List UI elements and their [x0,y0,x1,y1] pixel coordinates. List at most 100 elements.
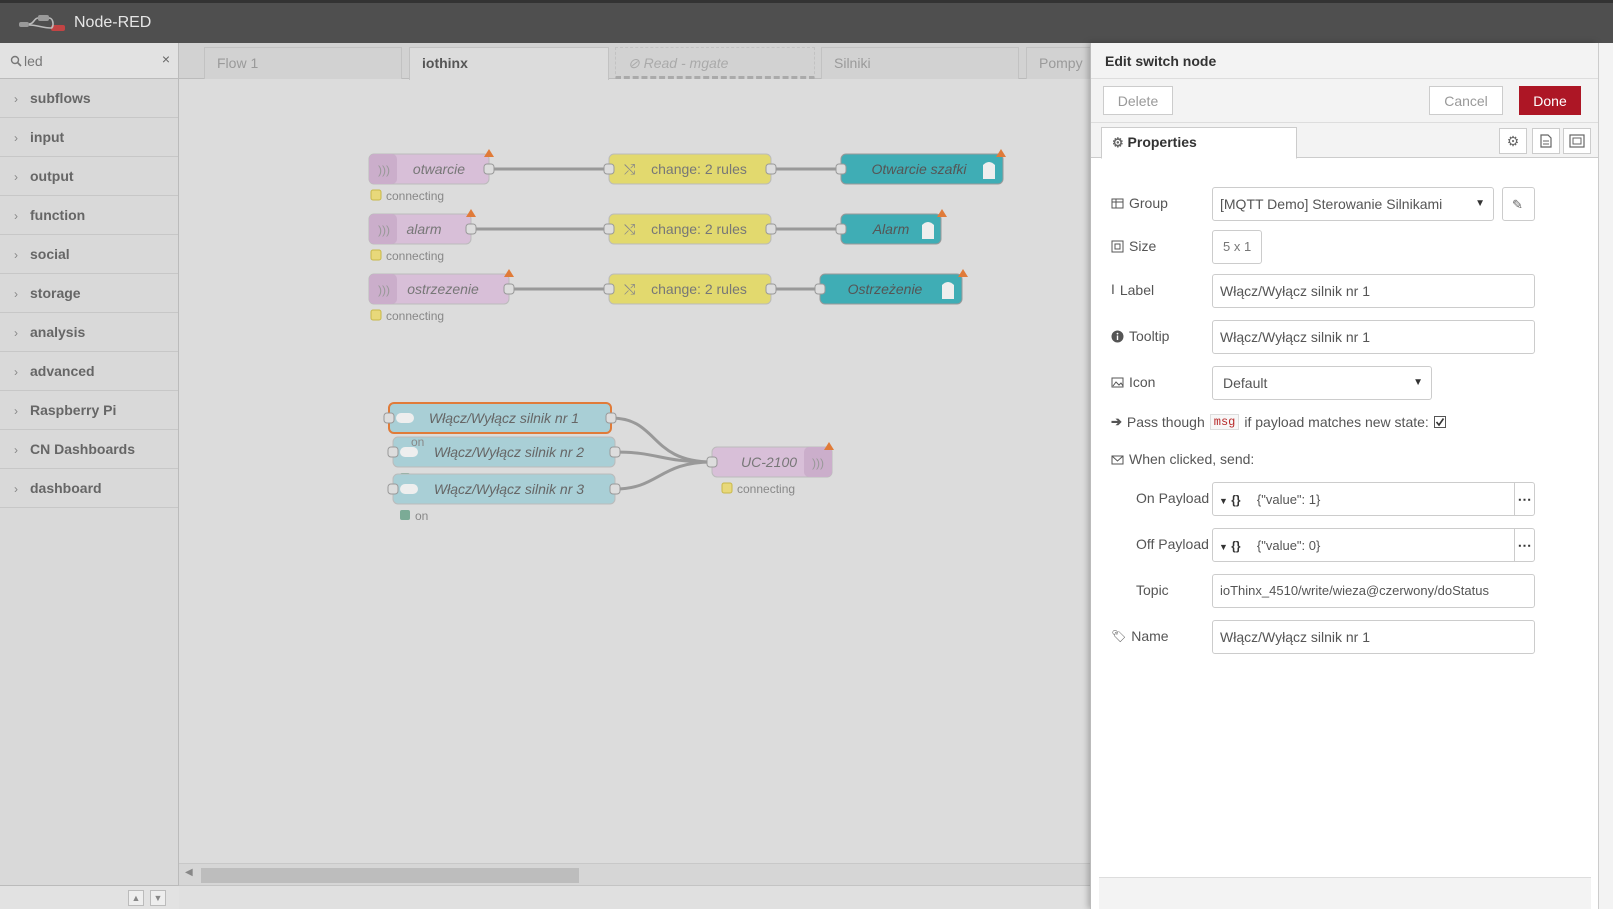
svg-text:))): ))) [378,163,390,177]
tab-read-mgate[interactable]: ⊘ Read - mgate [615,47,815,79]
palette-category-advanced[interactable]: ›advanced [0,352,178,391]
palette-category-subflows[interactable]: ›subflows [0,79,178,118]
palette-category-storage[interactable]: ›storage [0,274,178,313]
on-payload-input[interactable]: ▼ {} {"value": 1} ⋯ [1212,482,1535,516]
svg-text:))): ))) [812,456,824,470]
palette-footer: ▲ ▼ [0,885,179,909]
mqtt-out-node-uc-2100[interactable]: ))) UC-2100 connecting [711,442,834,496]
pass-through-label: ➔ Pass though msg if payload matches new… [1111,414,1446,430]
palette-category-social[interactable]: ›social [0,235,178,274]
palette-category-output[interactable]: ›output [0,157,178,196]
flow-canvas[interactable]: ))) otwarcie connecting ⤭ change: 2 rule… [179,79,1090,909]
edit-group-button[interactable]: ✎ [1502,187,1535,221]
caret-down-icon: ▼ [1219,496,1228,506]
svg-text:connecting: connecting [386,189,444,203]
document-icon [1540,134,1552,148]
type-select[interactable]: ▼ {} [1219,493,1241,507]
cancel-button[interactable]: Cancel [1429,86,1503,115]
topic-row: Topic ioThinx_4510/write/wieza@czerwony/… [1091,574,1591,608]
name-row: 🏷 Name Włącz/Wyłącz silnik nr 1 [1091,620,1591,654]
caret-down-icon: ▼ [1475,198,1485,209]
svg-text:connecting: connecting [737,482,795,496]
change-node-1[interactable]: ⤭ change: 2 rules [608,153,772,185]
palette-category-function[interactable]: ›function [0,196,178,235]
wires [471,167,841,491]
disabled-icon: ⊘ [628,55,644,71]
palette-category-analysis[interactable]: ›analysis [0,313,178,352]
node-description-button[interactable] [1532,128,1560,154]
workspace-footer [179,885,1090,909]
expand-editor-button[interactable]: ⋯ [1514,483,1534,515]
node-settings-button[interactable]: ⚙ [1499,128,1527,154]
done-button[interactable]: Done [1519,86,1581,115]
svg-text:⤭: ⤭ [624,221,635,237]
group-select[interactable]: [MQTT Demo] Sterowanie Silnikami ▼ [1212,187,1494,221]
change-node-2[interactable]: ⤭ change: 2 rules [608,213,772,245]
caret-down-icon: ▼ [1413,377,1423,388]
tab-silniki[interactable]: Silniki [821,47,1019,79]
label-label: Ⅰ Label [1111,282,1155,298]
expand-editor-button[interactable]: ⋯ [1514,529,1534,561]
palette-category-input[interactable]: ›input [0,118,178,157]
header-bar: Node-RED [0,0,1613,43]
when-clicked-row: When clicked, send: [1091,449,1591,471]
topic-label: Topic [1136,582,1169,598]
group-row: Group [MQTT Demo] Sterowanie Silnikami ▼… [1091,187,1591,221]
pass-through-row: ➔ Pass though msg if payload matches new… [1091,412,1591,434]
svg-text:Alarm: Alarm [872,221,910,237]
app-title: Node-RED [74,14,152,31]
svg-text:connecting: connecting [386,309,444,323]
expand-all-icon[interactable]: ▼ [150,890,166,906]
palette-category-dashboard[interactable]: ›dashboard [0,469,178,508]
tab-iothinx[interactable]: iothinx [409,47,609,80]
on-payload-row: On Payload ▼ {} {"value": 1} ⋯ [1091,482,1591,516]
mqtt-in-node-ostrzezenie[interactable]: ))) ostrzezenie connecting [368,269,514,323]
svg-text:on: on [415,509,428,523]
tab-properties[interactable]: ⚙ Properties [1101,127,1297,159]
chevron-right-icon: › [14,170,18,184]
svg-text:change: 2 rules: change: 2 rules [651,161,747,177]
palette-category-cn-dashboards[interactable]: ›CN Dashboards [0,430,178,469]
delete-button[interactable]: Delete [1103,86,1173,115]
size-button[interactable]: 5 x 1 [1212,230,1262,264]
icon-row: Icon Default ▼ [1091,366,1591,400]
palette-category-raspberry-pi[interactable]: ›Raspberry Pi [0,391,178,430]
collapse-all-icon[interactable]: ▲ [128,890,144,906]
palette-search-input[interactable] [22,50,152,72]
svg-text:ostrzezenie: ostrzezenie [407,281,479,297]
node-ports [383,163,847,495]
topic-input[interactable]: ioThinx_4510/write/wieza@czerwony/doStat… [1212,574,1535,608]
svg-text:Włącz/Wyłącz silnik nr 1: Włącz/Wyłącz silnik nr 1 [429,410,579,426]
tooltip-input[interactable]: Włącz/Wyłącz silnik nr 1 [1212,320,1535,354]
svg-text:otwarcie: otwarcie [413,161,465,177]
properties-form: Group [MQTT Demo] Sterowanie Silnikami ▼… [1091,158,1598,878]
icon-select[interactable]: Default ▼ [1212,366,1432,400]
clear-search-icon[interactable]: × [161,51,170,67]
chevron-right-icon: › [14,248,18,262]
tab-pompy[interactable]: Pompy [1026,47,1090,79]
scroll-left-icon[interactable]: ◀ [185,867,193,878]
chevron-right-icon: › [14,365,18,379]
node-red-logo-icon [19,15,65,31]
name-input[interactable]: Włącz/Wyłącz silnik nr 1 [1212,620,1535,654]
led-node-ostrzezenie[interactable]: Ostrzeżenie [819,269,968,305]
group-label: Group [1111,195,1168,211]
type-select[interactable]: ▼ {} [1219,539,1241,553]
mqtt-in-node-alarm[interactable]: ))) alarm connecting [368,209,476,263]
switch-node-silnik-3[interactable]: Włącz/Wyłącz silnik nr 3 on [392,473,616,523]
chevron-right-icon: › [14,482,18,496]
svg-text:Otwarcie szafki: Otwarcie szafki [872,161,968,177]
tab-flow-1[interactable]: Flow 1 [204,47,402,79]
horizontal-scrollbar[interactable]: ◀ [179,863,1090,885]
mqtt-in-node-otwarcie[interactable]: ))) otwarcie connecting [368,149,494,203]
pass-through-checkbox[interactable] [1433,416,1446,428]
svg-text:connecting: connecting [386,249,444,263]
led-node-otwarcie-szafki[interactable]: Otwarcie szafki [840,149,1006,185]
resize-icon [1111,240,1124,252]
off-payload-input[interactable]: ▼ {} {"value": 0} ⋯ [1212,528,1535,562]
change-node-3[interactable]: ⤭ change: 2 rules [608,273,772,305]
label-input[interactable]: Włącz/Wyłącz silnik nr 1 [1212,274,1535,308]
scrollbar-thumb[interactable] [201,868,579,883]
led-node-alarm[interactable]: Alarm [840,209,947,245]
node-appearance-button[interactable] [1563,128,1591,154]
